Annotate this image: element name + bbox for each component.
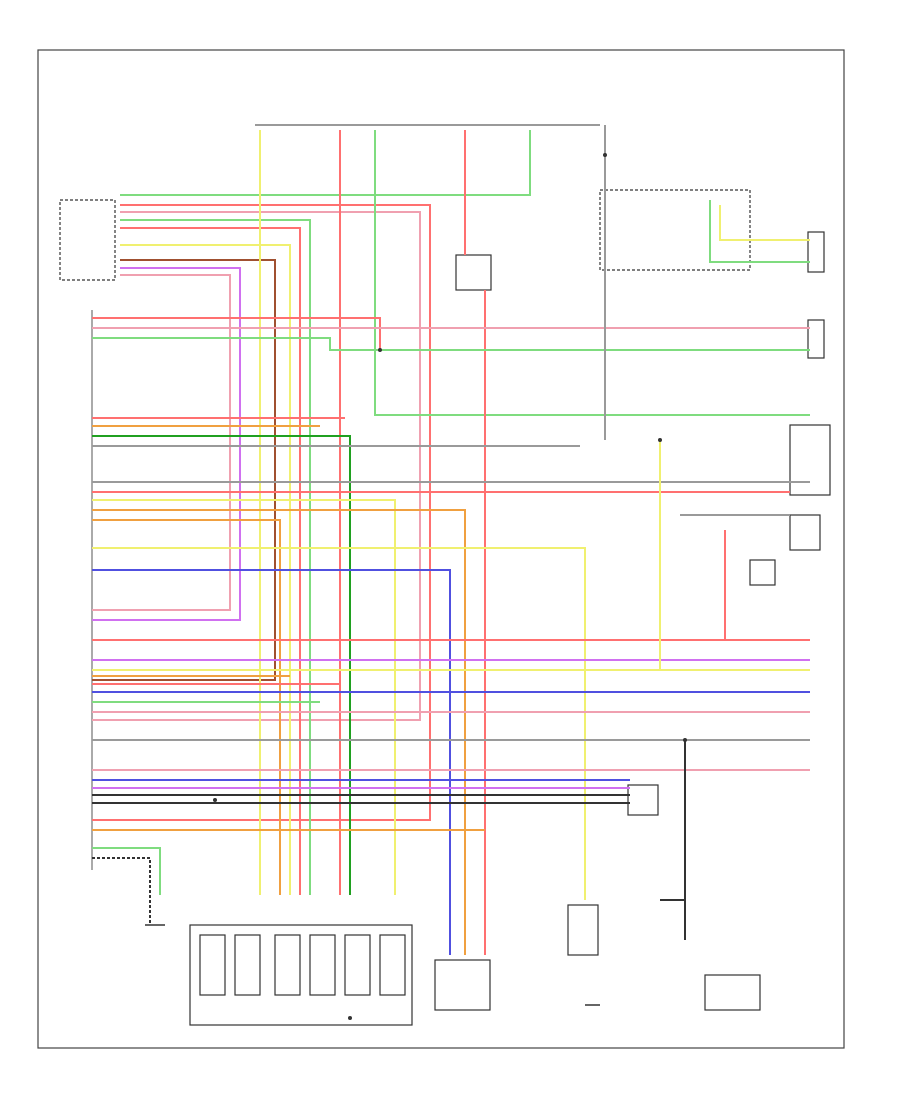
wire-green-4 xyxy=(92,337,810,351)
junction-dot xyxy=(683,738,687,742)
brake-switch-box xyxy=(567,904,599,956)
solenoid-1 xyxy=(199,934,226,996)
wire-brown-1 xyxy=(92,259,276,681)
junction-dot xyxy=(213,798,217,802)
connector-right-1 xyxy=(807,231,825,273)
wire-violet-1 xyxy=(92,267,241,621)
junction-dot xyxy=(348,1016,352,1020)
speed-sensor-box xyxy=(434,959,491,1011)
wire-green-3 xyxy=(374,130,810,416)
connector-mid-right xyxy=(749,559,776,586)
wire-darkgreen-1 xyxy=(92,435,351,895)
junction-dot xyxy=(658,438,662,442)
wire-yellow-4 xyxy=(92,547,586,900)
components xyxy=(59,189,831,1026)
transmission-range-switch xyxy=(59,199,116,281)
wire-green-1 xyxy=(120,130,531,196)
wire-green-7 xyxy=(709,200,810,263)
wire-black-3 xyxy=(92,857,151,925)
relay-top-right xyxy=(599,189,751,271)
connector-right-4 xyxy=(789,514,821,551)
wire-green-6 xyxy=(92,847,161,895)
junction-dot xyxy=(378,348,382,352)
wire-pink-1 xyxy=(92,211,421,721)
solenoid-4 xyxy=(309,934,336,996)
diagram-border xyxy=(37,49,845,1049)
solenoid-5 xyxy=(344,934,371,996)
wires xyxy=(92,124,810,955)
wire-red-2 xyxy=(120,227,301,895)
wire-yellow-1 xyxy=(120,244,291,895)
junction-dots xyxy=(213,153,687,1020)
relay-mid-lower xyxy=(627,784,659,816)
connector-right-2 xyxy=(807,319,825,359)
junction-dot xyxy=(603,153,607,157)
automatic-transaxle-block xyxy=(189,924,413,1026)
connector-right-3 xyxy=(789,424,831,496)
wire-blue-1 xyxy=(92,569,451,955)
wire-black-4 xyxy=(660,740,686,940)
wire-pink-2 xyxy=(92,274,231,611)
relay-bottom-right xyxy=(704,974,761,1011)
solenoid-2 xyxy=(234,934,261,996)
wire-red-6 xyxy=(92,317,381,350)
wire-yellow-3 xyxy=(92,499,396,895)
solenoid-3 xyxy=(274,934,301,996)
wire-orange-2 xyxy=(92,509,466,955)
wire-green-2 xyxy=(120,219,311,895)
wire-yellow-6 xyxy=(719,205,810,241)
sensor-top-mid xyxy=(455,254,492,291)
solenoid-6 xyxy=(379,934,406,996)
wire-orange-3 xyxy=(92,519,281,895)
